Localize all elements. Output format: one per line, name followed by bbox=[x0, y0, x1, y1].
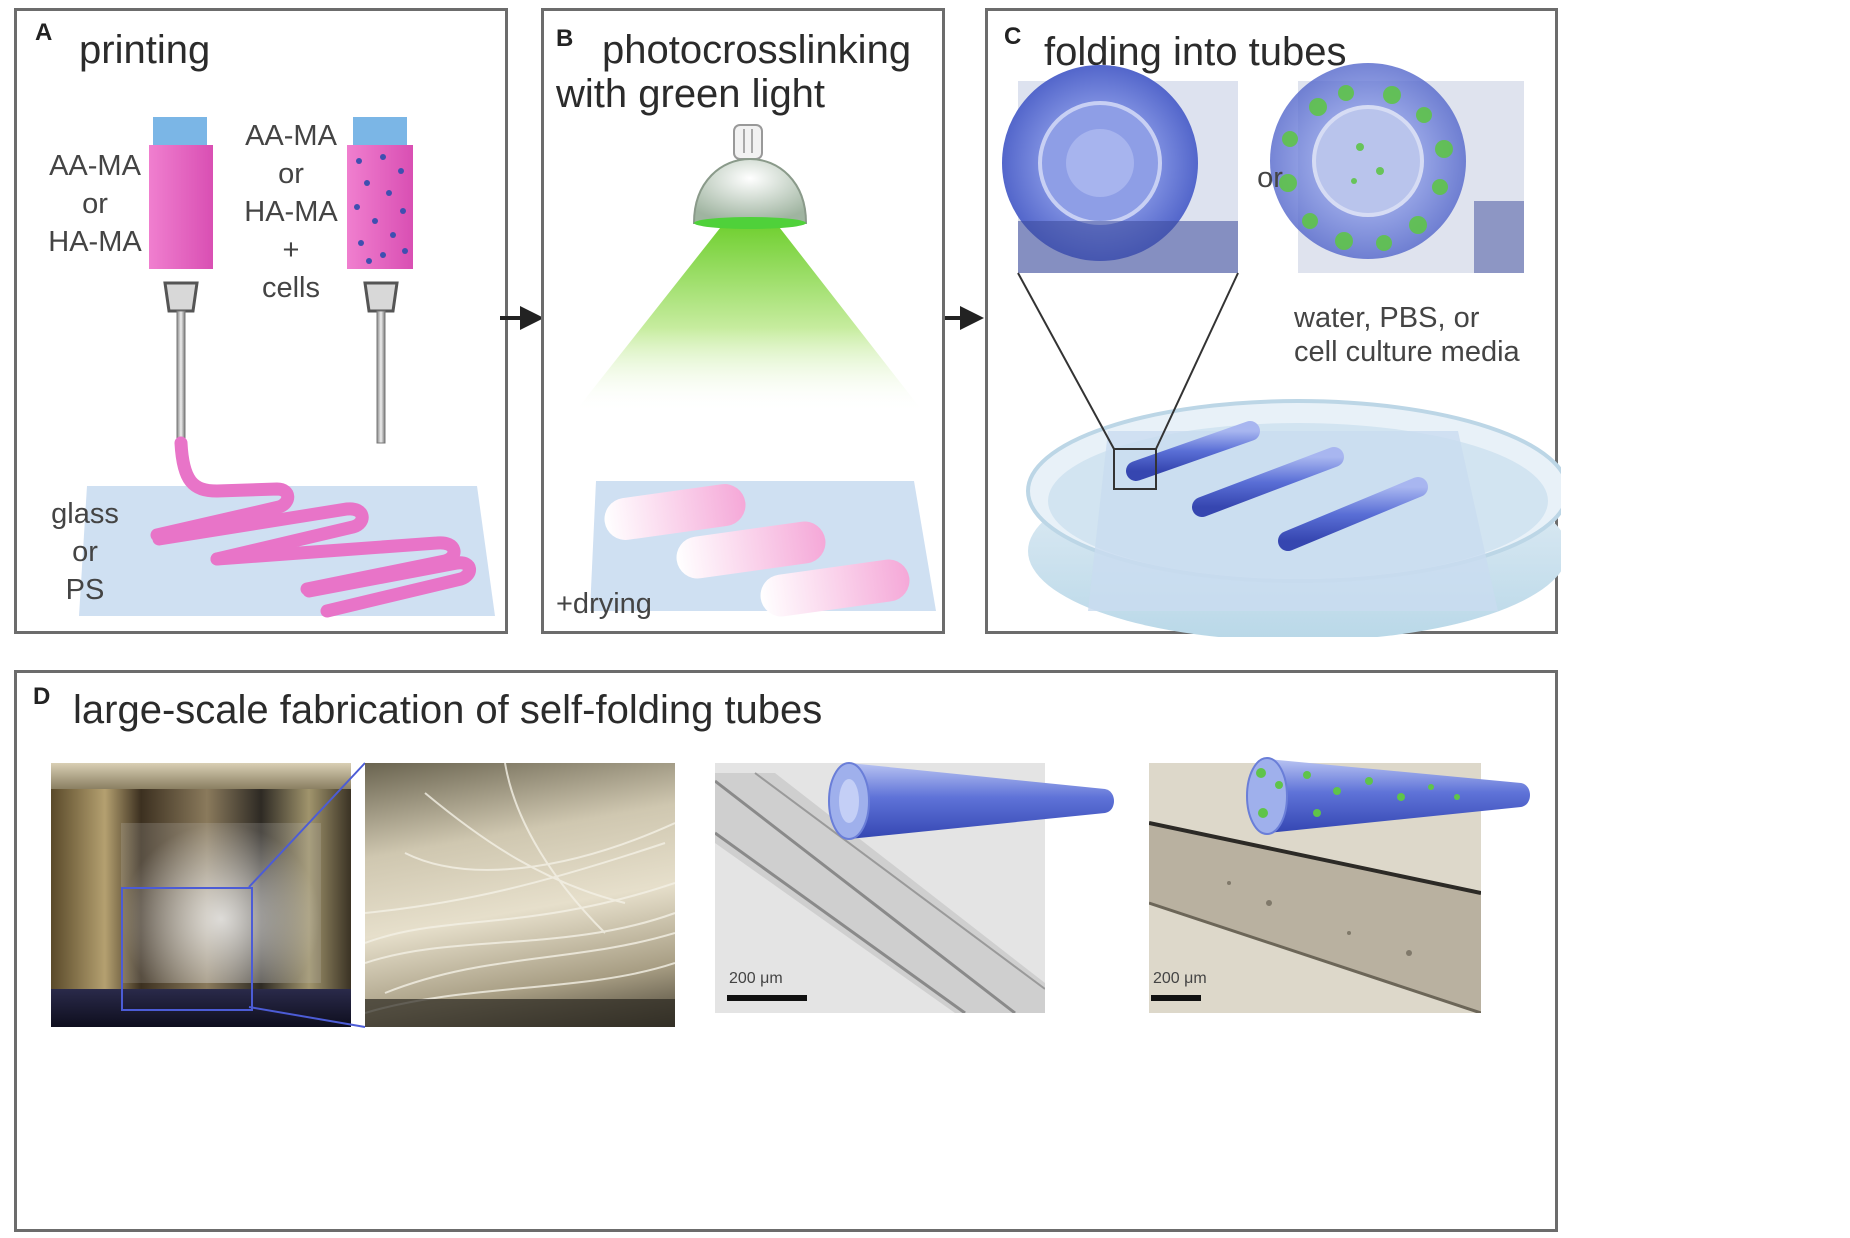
panel-d: D large-scale fabrication of self-foldin… bbox=[14, 670, 1558, 1232]
micrograph-tube-cells-drawing bbox=[1149, 821, 1481, 1013]
panel-d-letter: D bbox=[33, 683, 51, 710]
scale-bar-1-label: 200 μm bbox=[729, 970, 783, 987]
panel-c-letter: C bbox=[1004, 23, 1022, 50]
photo-jar bbox=[51, 763, 351, 1027]
photocrosslinking-illustration bbox=[574, 124, 936, 617]
panel-b: B photocrosslinking with green light +dr… bbox=[541, 8, 945, 634]
panel-b-letter: B bbox=[556, 25, 574, 52]
syringe-left bbox=[149, 117, 213, 444]
zoom-box bbox=[121, 887, 253, 1011]
panel-d-title: large-scale fabrication of self-folding … bbox=[73, 688, 823, 732]
panel-b-title-line1: photocrosslinking bbox=[602, 28, 912, 72]
lamp bbox=[692, 124, 808, 229]
printing-illustration bbox=[79, 117, 495, 618]
micrograph-tube-drawing bbox=[715, 772, 1045, 1013]
panel-c: C folding into tubes bbox=[985, 8, 1561, 637]
printed-hydrogel bbox=[150, 436, 476, 618]
or-label: or bbox=[1257, 162, 1283, 194]
syringe-right bbox=[347, 117, 413, 444]
media-label-line1: water, PBS, or bbox=[1294, 302, 1480, 334]
panel-a-letter: A bbox=[35, 19, 53, 46]
scale-bar-2-label: 200 μm bbox=[1153, 970, 1207, 987]
fiber-strands bbox=[365, 763, 675, 1027]
panel-a: A printing bbox=[14, 8, 508, 634]
folding-illustration bbox=[1002, 63, 1561, 637]
tube-closeup-cells bbox=[1270, 63, 1524, 273]
zoom-indicator bbox=[1017, 272, 1239, 490]
photo-fibers-closeup bbox=[365, 763, 675, 1027]
scale-bar-1 bbox=[727, 995, 807, 1001]
scale-bar-2 bbox=[1151, 995, 1201, 1001]
panel-b-title-line2: with green light bbox=[556, 72, 826, 116]
media-label-line2: cell culture media bbox=[1294, 336, 1520, 368]
panel-a-title: printing bbox=[79, 28, 211, 72]
green-light-beam bbox=[574, 223, 924, 413]
panel-c-title: folding into tubes bbox=[1044, 30, 1347, 74]
drying-label: +drying bbox=[556, 588, 652, 620]
crosslinked-hydrogel bbox=[604, 484, 910, 617]
tube-closeup-plain bbox=[1002, 65, 1238, 273]
